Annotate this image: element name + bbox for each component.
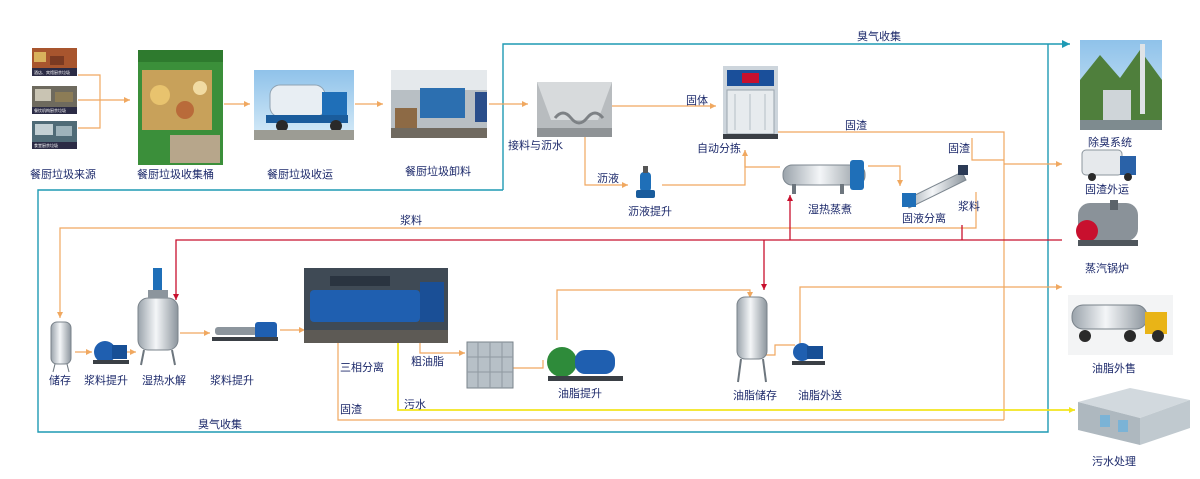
oil-storage-tank-icon <box>736 296 768 383</box>
sewage-line <box>397 342 1075 413</box>
odor-collection-line <box>37 40 1070 433</box>
label-steam-boiler: 蒸汽锅炉 <box>1085 261 1129 275</box>
label-oil-lift: 油脂提升 <box>558 386 602 400</box>
equipment-labels: 餐厨垃圾来源 餐厨垃圾收集桶 餐厨垃圾收运 餐厨垃圾卸料 接料与沥水 自动分拣 … <box>30 135 1136 468</box>
drain-pump-icon <box>636 166 655 198</box>
receiving-hopper-photo <box>537 82 612 137</box>
label-drain-lift: 沥液提升 <box>628 204 672 218</box>
unloading-photo <box>391 70 487 138</box>
steam-boiler-icon <box>1076 200 1138 246</box>
label-slurry-lift-1: 浆料提升 <box>84 373 128 387</box>
label-source: 餐厨垃圾来源 <box>30 167 96 181</box>
flow-label-residue-2: 固渣 <box>948 141 970 155</box>
source-sub-a: 酒店、宾馆厨余垃圾 <box>34 69 70 75</box>
flow-label-solid: 固体 <box>686 93 708 107</box>
label-hydrolysis: 湿热水解 <box>142 373 186 387</box>
label-bin: 餐厨垃圾收集桶 <box>137 167 214 181</box>
label-deodor-system: 除臭系统 <box>1088 135 1132 149</box>
flow-label-slurry-2: 浆料 <box>958 199 980 213</box>
label-oil-transfer: 油脂外送 <box>798 388 842 402</box>
deodorization-photo <box>1080 40 1162 130</box>
material-flow-lines <box>57 74 1062 421</box>
label-residue-out: 固渣外运 <box>1085 182 1129 196</box>
flow-label-sewage: 污水 <box>404 398 426 411</box>
decanter-photo <box>304 268 448 343</box>
label-oil-storage: 油脂储存 <box>733 388 777 402</box>
label-oil-sale: 油脂外售 <box>1092 361 1136 375</box>
label-solid-liquid-sep: 固液分离 <box>902 211 946 225</box>
steam-lines <box>173 195 1062 300</box>
flow-label-odor-bottom: 臭气收集 <box>198 417 242 431</box>
crude-oil-tank-icon <box>466 341 514 389</box>
label-steam-cook: 湿热蒸煮 <box>808 203 852 216</box>
label-auto-sort: 自动分拣 <box>697 141 741 155</box>
auto-sorter-photo <box>723 66 778 139</box>
label-three-phase: 三相分离 <box>340 360 384 374</box>
flow-label-slurry-1: 浆料 <box>400 213 422 227</box>
label-unload: 餐厨垃圾卸料 <box>405 164 471 178</box>
label-storage: 储存 <box>49 373 71 387</box>
collection-bin-photo <box>138 50 223 165</box>
steam-cooker-icon <box>782 160 866 194</box>
source-photos: 酒店、宾馆厨余垃圾 餐饮机构厨余垃圾 食堂厨余垃圾 <box>32 48 77 149</box>
slurry-pump-1-icon <box>93 341 129 364</box>
gear-oil-pump-icon <box>547 347 623 381</box>
flow-label-residue-1: 固渣 <box>845 118 867 132</box>
screw-separator-icon <box>902 165 968 209</box>
flow-label-odor-top: 臭气收集 <box>857 29 901 43</box>
screw-pump-icon <box>212 322 278 341</box>
label-sewage-treat: 污水处理 <box>1092 455 1136 468</box>
source-sub-c: 食堂厨余垃圾 <box>34 142 58 148</box>
flow-label-residue-3: 固渣 <box>340 402 362 416</box>
collection-truck-photo <box>254 70 354 140</box>
source-sub-b: 餐饮机构厨余垃圾 <box>34 107 66 113</box>
sewage-plant-icon <box>1078 388 1190 445</box>
hydrolysis-reactor-icon <box>137 268 179 366</box>
flow-labels: 臭气收集 臭气收集 固体 固渣 固渣 固渣 沥液 浆料 浆料 污水 <box>198 29 980 431</box>
storage-tank-icon <box>50 321 72 373</box>
label-crude-oil: 粗油脂 <box>411 354 444 368</box>
oil-transfer-pump-icon <box>792 343 825 365</box>
label-slurry-lift-2: 浆料提升 <box>210 373 254 387</box>
label-receive-drain: 接料与沥水 <box>508 138 563 152</box>
residue-truck-icon <box>1081 149 1136 181</box>
flow-label-leachate: 沥液 <box>597 171 619 185</box>
oil-tanker-photo <box>1068 295 1173 355</box>
label-collect-truck: 餐厨垃圾收运 <box>267 167 333 181</box>
